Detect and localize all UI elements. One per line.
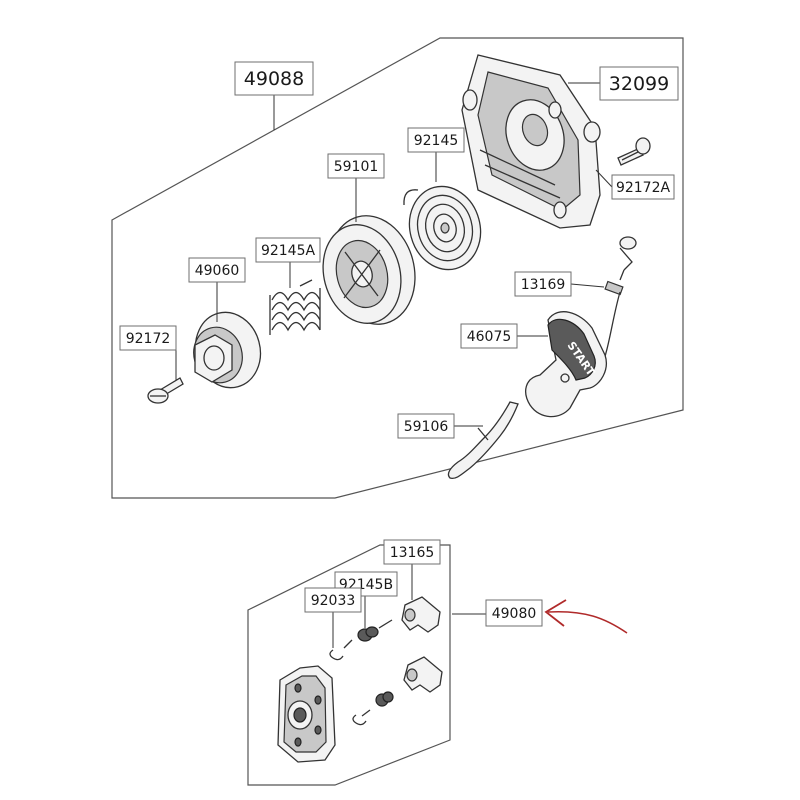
- ratchet-assembly-frame: [247, 544, 451, 786]
- starter-housing-part: [461, 54, 601, 229]
- bolt-92172a-part: [617, 137, 651, 166]
- part-label-92145: 92145: [407, 127, 465, 153]
- svg-text:49088: 49088: [244, 68, 304, 90]
- svg-text:59106: 59106: [404, 419, 449, 435]
- svg-text:49080: 49080: [492, 606, 537, 622]
- svg-text:13169: 13169: [521, 277, 566, 293]
- starter-handle-46075-part: START: [525, 311, 607, 418]
- callout-arrowhead: [544, 599, 567, 627]
- leader-lines: [175, 82, 613, 648]
- part-label-59106: 59106: [397, 413, 455, 439]
- svg-text:32099: 32099: [609, 73, 669, 95]
- svg-text:92172: 92172: [126, 331, 171, 347]
- part-label-92172: 92172: [119, 325, 177, 351]
- svg-text:92145A: 92145A: [261, 243, 316, 259]
- svg-text:13165: 13165: [390, 545, 435, 561]
- ratchet-body-part: [277, 665, 336, 763]
- part-label-13169: 13169: [514, 271, 572, 297]
- spring-92145b-part: [343, 619, 393, 649]
- part-label-46075: 46075: [460, 323, 518, 349]
- pawl-13165-part: [401, 596, 441, 633]
- part-label-13165: 13165: [383, 539, 441, 565]
- clip-92033-part: [329, 649, 367, 726]
- part-label-32099: 32099: [599, 66, 679, 101]
- spiral-spring-92145-part: [403, 185, 482, 271]
- part-label-59101: 59101: [327, 153, 385, 179]
- svg-text:46075: 46075: [467, 329, 512, 345]
- part-label-49060: 49060: [188, 257, 246, 283]
- coil-spring-92145a-part: [269, 279, 321, 335]
- svg-text:92145: 92145: [414, 133, 459, 149]
- part-label-92172a: 92172A: [611, 174, 675, 200]
- part-label-92145a: 92145A: [255, 237, 321, 263]
- pulley-59101-part: [322, 215, 416, 325]
- svg-text:59101: 59101: [334, 159, 379, 175]
- part-label-92033: 92033: [304, 587, 362, 613]
- rope-59106-part: [447, 401, 519, 480]
- part-label-49080: 49080: [485, 599, 543, 627]
- spring-92145b-lower-part: [361, 691, 394, 717]
- svg-text:49060: 49060: [195, 263, 240, 279]
- rope-holder-13169-part: [604, 236, 637, 296]
- pawl-13165b-part: [403, 656, 443, 693]
- part-label-49088: 49088: [234, 61, 314, 96]
- recoil-starter-assembly-frame: [111, 37, 684, 499]
- bolt-92172-part: [147, 377, 184, 404]
- ratchet-49060-part: [193, 311, 262, 389]
- svg-text:92172A: 92172A: [616, 180, 671, 196]
- svg-text:92033: 92033: [311, 593, 356, 609]
- callout-arrow: [547, 610, 628, 634]
